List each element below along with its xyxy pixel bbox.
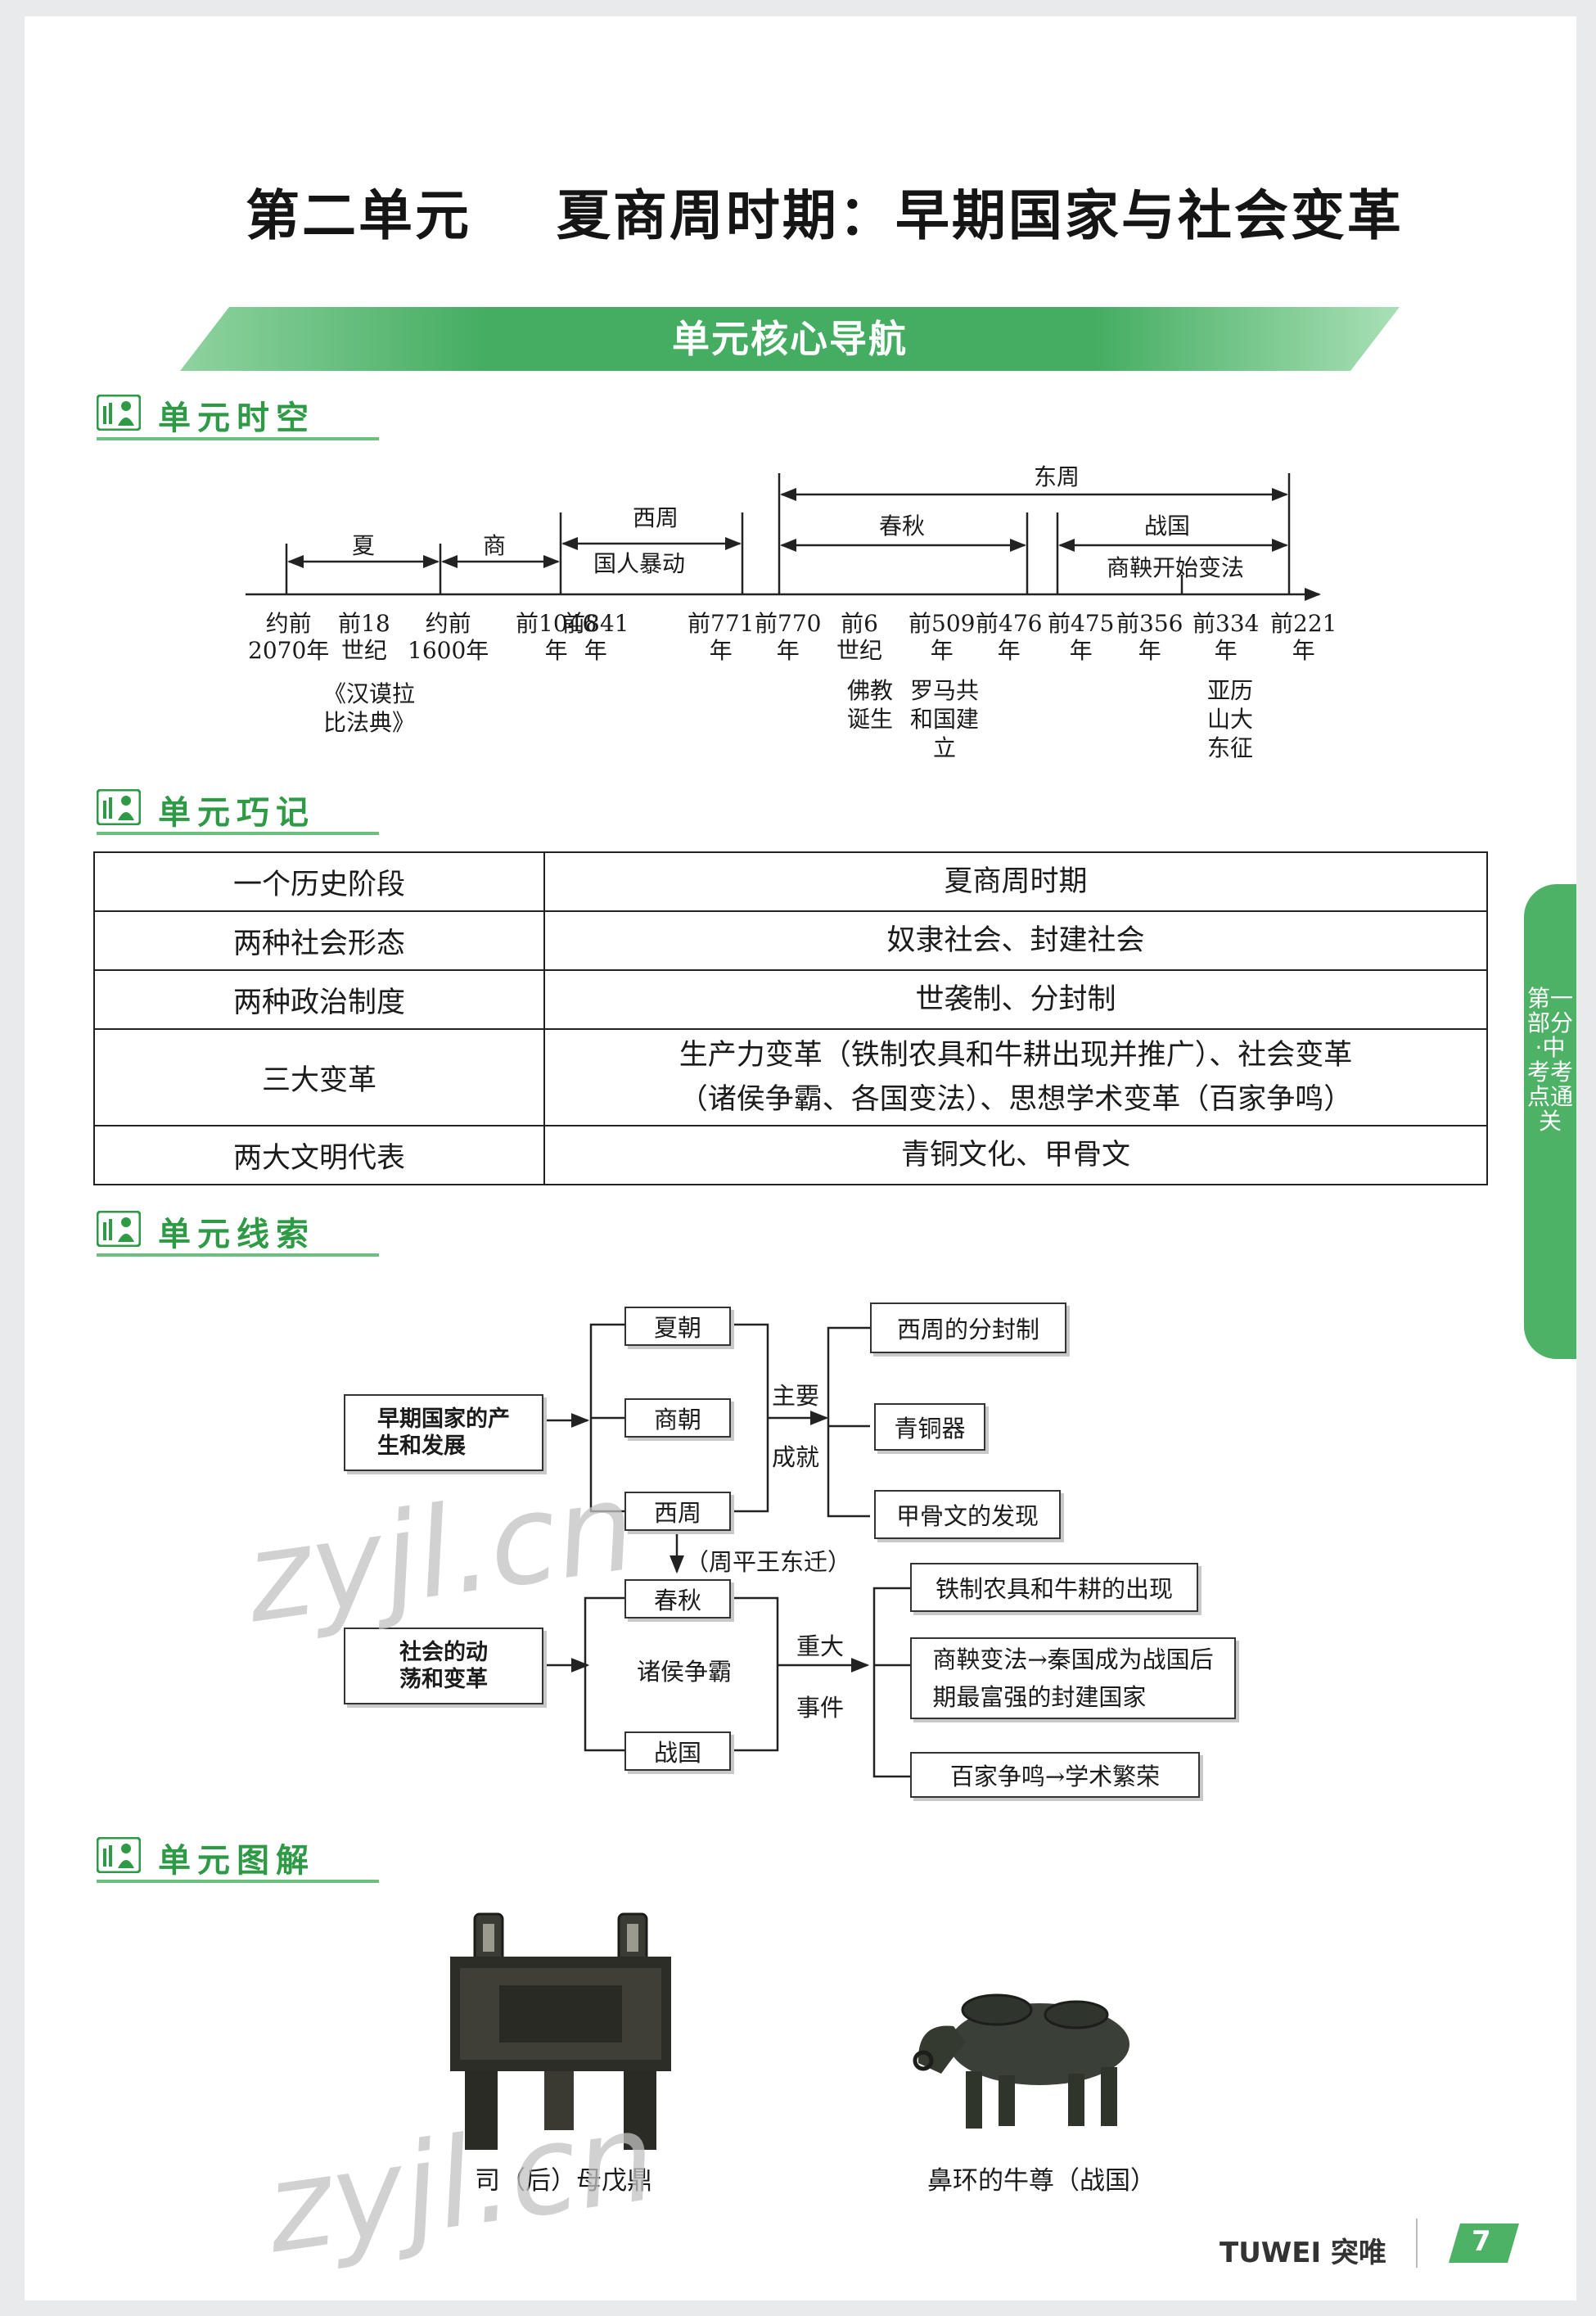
section-timeline-header: 单元时空: [97, 391, 383, 440]
table-cell-key: 两大文明代表: [93, 1125, 545, 1185]
timeline-date: 前476 年: [976, 610, 1043, 664]
unit-title: 第二单元 夏商周时期：早期国家与社会变革: [246, 184, 1404, 247]
timeline-date: 前221 年: [1270, 610, 1337, 664]
flow-box-chunqiu: 春秋: [624, 1579, 731, 1618]
flow-box-early-state: 早期国家的产 生和发展: [344, 1394, 543, 1471]
table-cell-key: 两种社会形态: [93, 910, 545, 971]
flow-box-western-zhou: 西周: [624, 1492, 731, 1531]
flow-label-event: 事件: [796, 1694, 845, 1722]
period-eastern-zhou: 东周: [1034, 463, 1080, 490]
simuwu-ding-image: [450, 1912, 671, 2150]
table-cell-value: 奴隶社会、封建社会: [543, 910, 1488, 971]
flow-diagram-lines: [543, 1323, 910, 1778]
section-title: 单元巧记: [158, 794, 315, 832]
flow-box-xia: 夏朝: [624, 1307, 731, 1346]
section-title: 单元图解: [158, 1842, 315, 1880]
brand-logo: TUWEI 突唯: [1220, 2237, 1387, 2269]
timeline-date: 前771 年: [688, 610, 755, 664]
study-icon: [97, 395, 141, 431]
divider: [97, 1253, 379, 1257]
section-figures-header: 单元图解: [97, 1834, 383, 1883]
banner-title: 单元核心导航: [672, 317, 908, 361]
section-memory-header: 单元巧记: [97, 786, 383, 835]
timeline-date: 前356 年: [1116, 610, 1183, 664]
table-cell-value: 夏商周时期: [543, 851, 1488, 912]
period-western-zhou: 西周: [633, 504, 679, 531]
section-title: 单元线索: [158, 1216, 315, 1253]
section-clues-header: 单元线索: [97, 1208, 383, 1257]
world-event: 《汉谟拉 比法典》: [323, 680, 416, 736]
flow-box-hundred-schools: 百家争鸣→学术繁荣: [910, 1752, 1200, 1798]
table-cell-key: 一个历史阶段: [93, 851, 545, 912]
timeline-date: 前841 年: [562, 610, 629, 664]
table-cell-value: 生产力变革（铁制农具和牛耕出现并推广）、社会变革 （诸侯争霸、各国变法）、思想学…: [543, 1028, 1488, 1126]
flow-label-achievement: 成就: [772, 1443, 820, 1471]
event-shangyang-reform: 商鞅开始变法: [1107, 554, 1245, 581]
flow-label-major: 重大: [796, 1632, 845, 1660]
timeline-date: 约前 2070年: [248, 610, 330, 664]
study-icon: [97, 1837, 141, 1873]
flow-box-zhanguo: 战国: [624, 1731, 731, 1771]
fig1-caption: 司（后）母戊鼎: [475, 2166, 652, 2196]
page-number: 7: [1472, 2225, 1491, 2258]
flow-box-shang: 商朝: [624, 1398, 731, 1438]
timeline-date: 前18 世纪: [338, 610, 390, 664]
table-cell-value: 青铜文化、甲骨文: [543, 1125, 1488, 1185]
ox-zun-image: [913, 1993, 1129, 2129]
flow-box-shangyang: 商鞅变法→秦国成为战国后 期最富强的封建国家: [910, 1637, 1236, 1719]
study-icon: [97, 789, 141, 825]
section-title: 单元时空: [158, 400, 315, 437]
footer-divider: [1416, 2219, 1418, 2268]
period-chunqiu: 春秋: [879, 512, 926, 539]
timeline-graphic: [246, 473, 1321, 601]
table-cell-value: 世袭制、分封制: [543, 969, 1488, 1030]
period-zhanguo: 战国: [1144, 512, 1191, 539]
banner-background: [180, 307, 1400, 371]
flow-box-oracle: 甲骨文的发现: [874, 1490, 1061, 1539]
page-number-badge: [1449, 2223, 1519, 2263]
timeline-date: 前6 世纪: [836, 610, 883, 664]
flow-box-iron-tools: 铁制农具和牛耕的出现: [910, 1563, 1198, 1612]
table-row: 两种政治制度世袭制、分封制: [93, 969, 1488, 1030]
timeline-date: 前475 年: [1048, 610, 1115, 664]
event-guoren-uprising: 国人暴动: [593, 550, 686, 577]
flow-label-transition: （周平王东迁）: [685, 1548, 852, 1576]
divider: [97, 437, 379, 440]
flow-box-fengjian: 西周的分封制: [870, 1302, 1066, 1353]
world-event: 亚历 山大 东征: [1207, 677, 1254, 761]
timeline-date: 约前 1600年: [408, 610, 489, 664]
memory-table: 一个历史阶段夏商周时期两种社会形态奴隶社会、封建社会两种政治制度世袭制、分封制三…: [93, 851, 1488, 1185]
world-event: 罗马共 和国建 立: [910, 677, 980, 761]
divider: [97, 1880, 379, 1883]
timeline-date: 前1046 年: [516, 610, 597, 664]
table-row: 三大变革生产力变革（铁制农具和牛耕出现并推广）、社会变革 （诸侯争霸、各国变法）…: [93, 1028, 1488, 1126]
divider: [97, 832, 379, 835]
flow-label-main: 主要: [772, 1382, 820, 1410]
fig2-caption: 鼻环的牛尊（战国）: [927, 2166, 1156, 2196]
table-row: 两大文明代表青铜文化、甲骨文: [93, 1125, 1488, 1185]
world-event: 佛教 诞生: [847, 677, 894, 733]
study-icon: [97, 1211, 141, 1247]
flow-label-hegemony: 诸侯争霸: [637, 1658, 733, 1686]
flow-box-turmoil: 社会的动 荡和变革: [344, 1628, 543, 1704]
period-shang: 商: [483, 532, 507, 559]
table-row: 两种社会形态奴隶社会、封建社会: [93, 910, 1488, 971]
side-tab[interactable]: [1524, 884, 1576, 1359]
timeline-date: 前334 年: [1192, 610, 1260, 664]
table-cell-key: 三大变革: [93, 1028, 545, 1126]
side-tab-label: 第一部分·中考考点通关: [1527, 985, 1574, 1135]
period-xia: 夏: [352, 532, 376, 559]
flow-box-bronze: 青铜器: [874, 1403, 985, 1451]
table-cell-key: 两种政治制度: [93, 969, 545, 1030]
table-row: 一个历史阶段夏商周时期: [93, 851, 1488, 912]
timeline-date: 前509 年: [908, 610, 976, 664]
timeline-date: 前770 年: [755, 610, 822, 664]
